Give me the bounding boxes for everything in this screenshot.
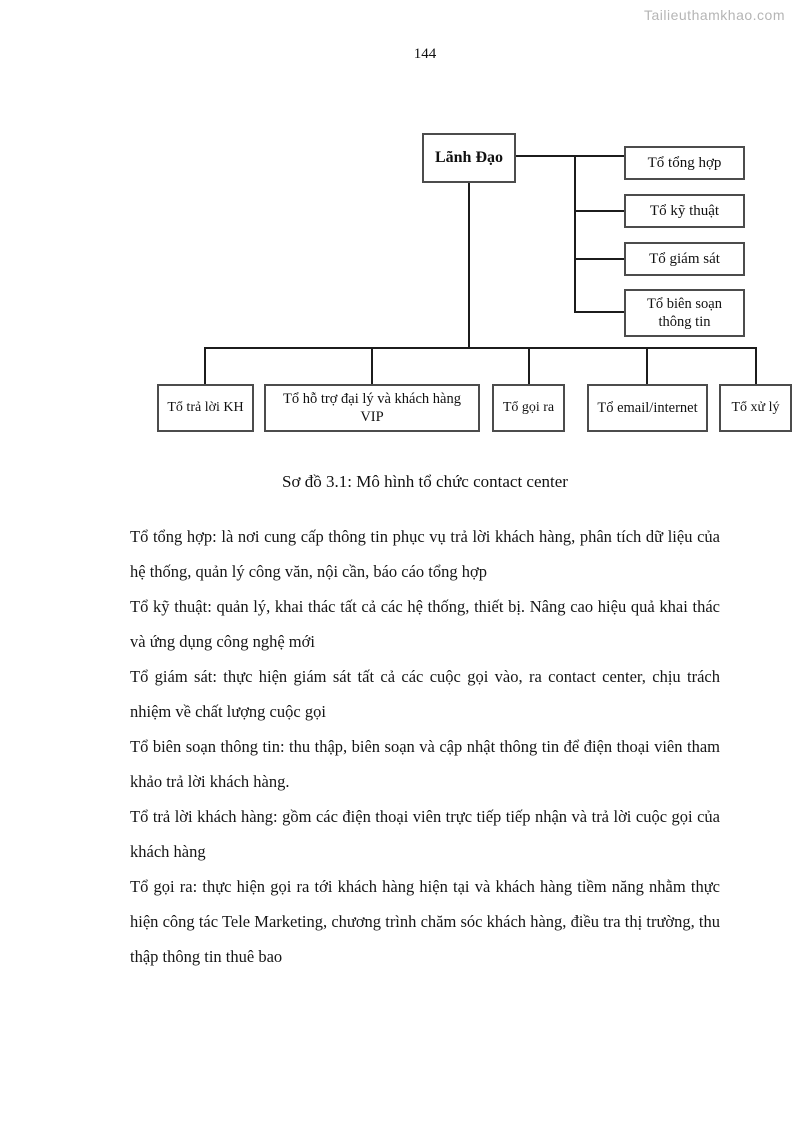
org-box-answer-customers-unit: Tổ trả lời KH [157,384,254,432]
connector-line [574,258,626,260]
connector-line [516,155,626,157]
org-box-agent-vip-support-unit: Tổ hỗ trợ đại lý và khách hàng VIP [264,384,480,432]
paragraph-supervision-unit: Tổ giám sát: thực hiện giám sát tất cả c… [130,667,720,721]
connector-line [371,347,373,385]
connector-line [574,210,626,212]
connector-line [528,347,530,385]
org-box-leadership: Lãnh Đạo [422,133,516,183]
connector-line [574,155,576,313]
org-chart: Lãnh Đạo Tổ tổng hợp Tổ kỹ thuật Tổ giám… [0,0,794,460]
org-box-technical-unit: Tổ kỹ thuật [624,194,745,228]
connector-line [574,311,626,313]
org-box-email-internet-unit: Tổ email/internet [587,384,708,432]
page-number: 144 [413,46,437,62]
diagram-caption: Sơ đồ 3.1: Mô hình tổ chức contact cente… [282,472,568,491]
connector-line [755,347,757,385]
connector-line [204,347,757,349]
paragraph-info-compilation-unit: Tổ biên soạn thông tin: thu thập, biên s… [130,737,720,791]
paragraph-answer-customers-unit: Tổ trả lời khách hàng: gồm các điện thoạ… [130,807,720,861]
connector-line [468,182,470,348]
connector-line [646,347,648,385]
org-box-outbound-call-unit: Tổ gọi ra [492,384,565,432]
body-text: Tổ tổng hợp: là nơi cung cấp thông tin p… [130,519,720,974]
org-box-supervision-unit: Tổ giám sát [624,242,745,276]
watermark: Tailieuthamkhao.com [643,7,785,23]
org-box-general-unit: Tổ tổng hợp [624,146,745,180]
connector-line [204,347,206,385]
org-box-info-compilation-unit: Tổ biên soạn thông tin [624,289,745,337]
org-box-processing-unit: Tổ xử lý [719,384,792,432]
paragraph-outbound-call-unit: Tổ gọi ra: thực hiện gọi ra tới khách hà… [130,877,720,966]
paragraph-general-unit: Tổ tổng hợp: là nơi cung cấp thông tin p… [130,527,720,581]
paragraph-technical-unit: Tổ kỹ thuật: quản lý, khai thác tất cả c… [130,597,720,651]
